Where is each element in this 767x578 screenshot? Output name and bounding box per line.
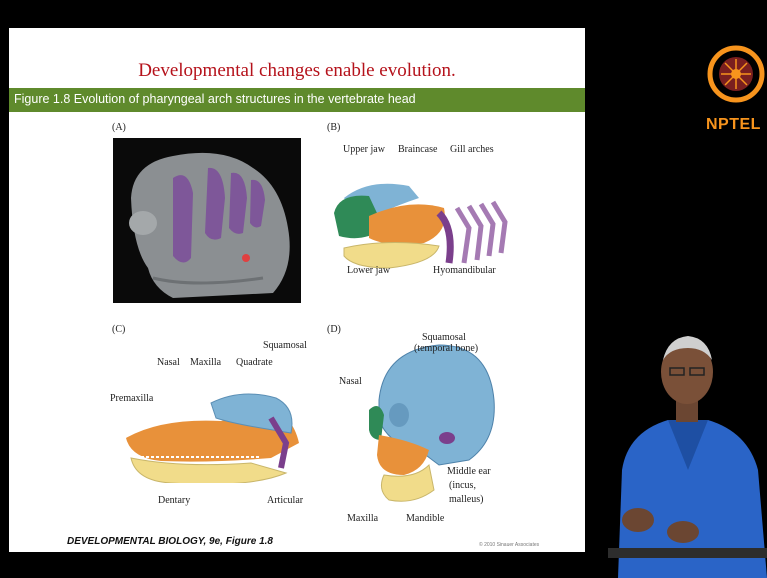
figure-caption-banner: Figure 1.8 Evolution of pharyngeal arch … <box>9 86 585 112</box>
embryo-sem-image <box>113 138 301 303</box>
copyright-note: © 2010 Sinauer Associates <box>479 542 539 548</box>
figure-credit: DEVELOPMENTAL BIOLOGY, 9e, Figure 1.8 <box>67 536 273 547</box>
label-nasal-c: Nasal <box>157 357 180 368</box>
label-middle-ear-1: Middle ear <box>447 466 491 477</box>
slide-title: Developmental changes enable evolution. <box>9 60 585 82</box>
label-nasal-d: Nasal <box>339 376 362 387</box>
label-quadrate: Quadrate <box>236 357 273 368</box>
label-squamosal-c: Squamosal <box>263 340 307 351</box>
label-gill-arches: Gill arches <box>450 144 494 155</box>
label-upper-jaw: Upper jaw <box>343 144 385 155</box>
panel-d-letter: (D) <box>327 324 341 335</box>
panel-c-letter: (C) <box>112 324 125 335</box>
human-skull-diagram <box>359 340 499 505</box>
label-maxilla-c: Maxilla <box>190 357 221 368</box>
label-maxilla-d: Maxilla <box>347 513 378 524</box>
label-lower-jaw: Lower jaw <box>347 265 390 276</box>
label-middle-ear-2: (incus, <box>449 480 476 491</box>
label-middle-ear-3: malleus) <box>449 494 483 505</box>
presentation-slide: Developmental changes enable evolution. … <box>9 28 585 552</box>
label-squamosal-d2: (temporal bone) <box>414 343 478 354</box>
label-premaxilla: Premaxilla <box>110 393 153 404</box>
label-hyomandibular: Hyomandibular <box>433 265 496 276</box>
label-mandible: Mandible <box>406 513 444 524</box>
label-dentary: Dentary <box>158 495 190 506</box>
figure-caption: Figure 1.8 Evolution of pharyngeal arch … <box>14 92 416 106</box>
panel-b-letter: (B) <box>327 122 340 133</box>
label-braincase: Braincase <box>398 144 437 155</box>
nptel-logo-text: NPTEL <box>706 116 761 134</box>
label-articular: Articular <box>267 495 303 506</box>
presenter-video <box>608 320 767 578</box>
label-squamosal-d1: Squamosal <box>422 332 466 343</box>
panel-a-letter: (A) <box>112 122 126 133</box>
